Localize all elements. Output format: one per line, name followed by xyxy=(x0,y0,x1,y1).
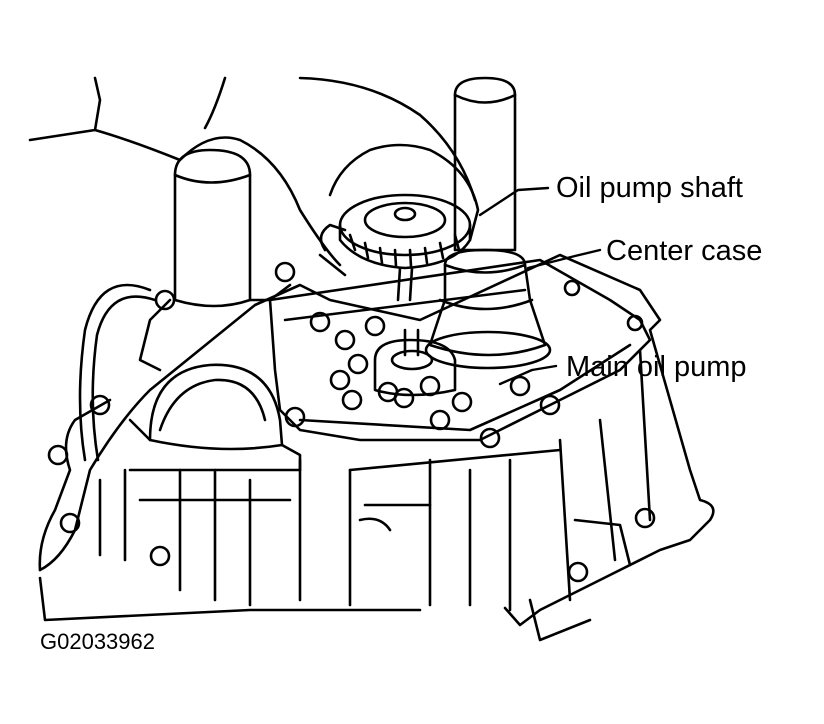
oil-pump-shaft xyxy=(453,76,517,252)
technician-hand xyxy=(28,76,480,277)
center-case-hub xyxy=(424,248,552,370)
label-oil-pump-shaft: Oil pump shaft xyxy=(556,172,743,204)
figure-id: G02033962 xyxy=(40,629,155,654)
wire-loop xyxy=(78,283,157,462)
leader-lines xyxy=(478,186,602,386)
dome-cover xyxy=(128,363,302,472)
transmission-case xyxy=(38,253,715,642)
label-main-oil-pump: Main oil pump xyxy=(566,351,747,383)
label-center-case: Center case xyxy=(606,235,763,267)
main-oil-pump xyxy=(373,328,457,397)
case-bolts xyxy=(47,261,656,583)
pump-drive-gear xyxy=(338,193,472,302)
